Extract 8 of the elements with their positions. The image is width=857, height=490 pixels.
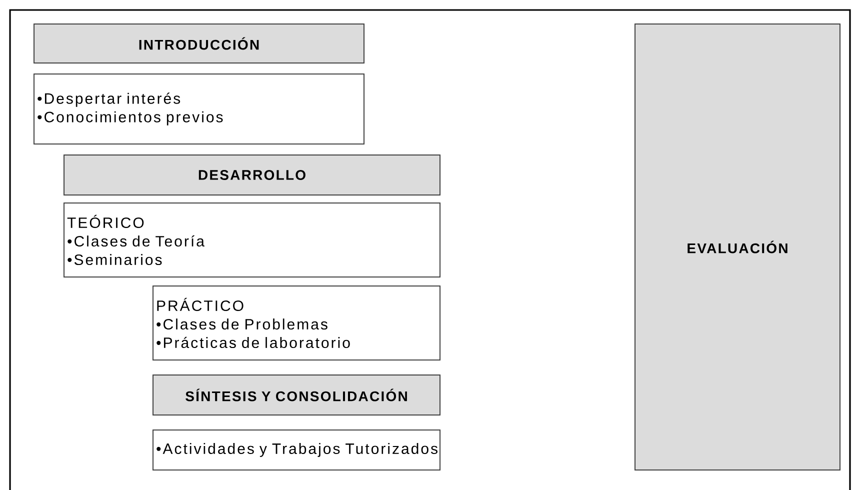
text-box: •Despertar interés •Conocimientos previos	[34, 74, 364, 144]
heading-box: SÍNTESIS Y CONSOLIDACIÓN	[152, 374, 440, 416]
text-box: TEÓRICO •Clases de Teoría •Seminarios	[64, 202, 440, 278]
heading-box: INTRODUCCIÓN	[34, 24, 364, 64]
text-box: PRÁCTICO •Clases de Problemas •Prácticas de laboratorio	[152, 286, 440, 360]
heading-box: DESARROLLO	[64, 154, 440, 196]
heading-box: EVALUACIÓN	[634, 24, 840, 470]
text-box: •Actividades y Trabajos Tutorizados	[152, 429, 440, 470]
